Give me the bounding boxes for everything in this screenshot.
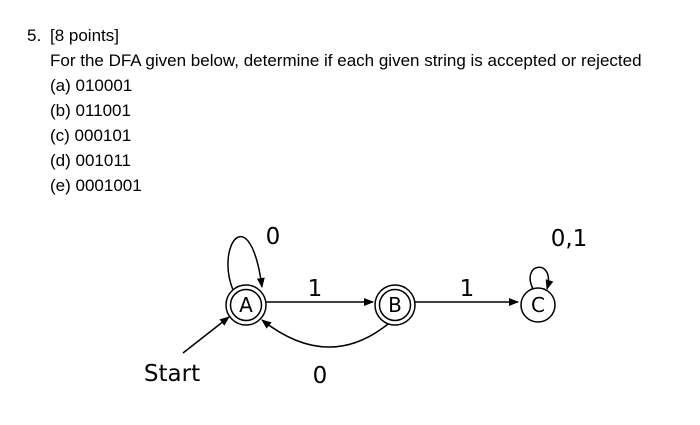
transition-b-a-arrow xyxy=(261,319,389,348)
state-b: B xyxy=(374,284,416,326)
state-b-outer-circle xyxy=(374,284,416,326)
question-points: [8 points] xyxy=(50,26,119,45)
state-c-circle xyxy=(520,287,556,323)
option-b: (b) 011001 xyxy=(50,101,131,120)
transition-c-c-arrow xyxy=(529,266,554,290)
transition-a-b-label: 1 xyxy=(308,276,323,302)
state-c: C xyxy=(520,287,556,323)
start-label: Start xyxy=(144,361,200,387)
transition-c-c-label: 0,1 xyxy=(551,226,588,252)
option-d: (d) 001011 xyxy=(50,151,131,170)
option-e: (e) 0001001 xyxy=(50,176,142,195)
question-number: 5. xyxy=(27,26,42,45)
state-a: A xyxy=(225,284,267,326)
option-c: (c) 000101 xyxy=(50,126,132,145)
start-arrow xyxy=(182,316,230,354)
transition-a-a-label: 0 xyxy=(266,224,281,250)
transition-b-a-label: 0 xyxy=(313,363,328,389)
state-a-outer-circle xyxy=(225,284,267,326)
state-a-label: A xyxy=(239,293,253,317)
question-prompt: For the DFA given below, determine if ea… xyxy=(50,51,642,70)
transition-b-c-label: 1 xyxy=(460,276,475,302)
state-c-label: C xyxy=(531,293,545,317)
option-a: (a) 010001 xyxy=(50,76,133,95)
transition-a-a-arrow xyxy=(227,235,265,291)
state-b-label: B xyxy=(388,293,402,317)
state-b-inner-circle xyxy=(378,288,412,322)
state-a-inner-circle xyxy=(229,288,263,322)
